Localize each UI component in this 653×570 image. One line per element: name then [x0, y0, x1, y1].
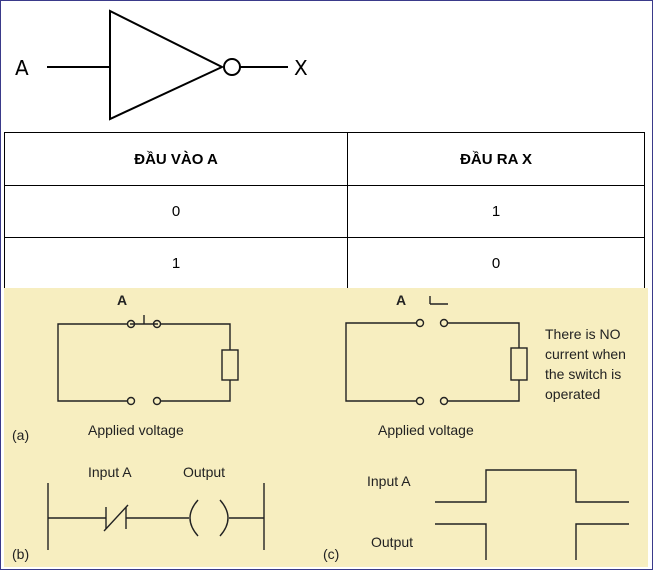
circuit-a	[57, 315, 239, 406]
truth-table-row: 0 1	[3, 185, 645, 238]
circuit-a2-wire-left	[345, 322, 416, 402]
ladder-output-label: Output	[183, 464, 226, 480]
no-current-note: There is NO current when the switch is o…	[545, 324, 649, 404]
gate-triangle	[109, 9, 225, 121]
circuit-a-wire-right-bottom	[161, 380, 231, 402]
switch-a-contact	[152, 319, 162, 329]
switch-a2-contact	[415, 318, 425, 328]
voltage-a-terminal	[152, 396, 162, 406]
gate-inversion-bubble	[223, 58, 241, 76]
truth-table-header-input: ĐẦU VÀO A	[3, 132, 349, 186]
circuit-drawings	[47, 296, 629, 560]
timing-diagram	[435, 469, 629, 560]
gate-output-label: X	[294, 56, 308, 80]
voltage-a-terminal	[126, 396, 136, 406]
coil-right-arc	[219, 499, 229, 537]
circuit-a-load	[221, 349, 239, 381]
contact-slash	[103, 504, 129, 532]
circuit-a2-load	[510, 347, 528, 381]
applied-voltage-a2-label: Applied voltage	[378, 422, 474, 438]
switch-a2-contact	[439, 318, 449, 328]
gate-input-label: A	[15, 56, 29, 80]
applied-voltage-a-label: Applied voltage	[88, 422, 184, 438]
truth-table-cell: 1	[347, 185, 645, 238]
voltage-a2-terminal	[415, 396, 425, 406]
tag-c: (c)	[323, 546, 340, 562]
truth-table-cell: 0	[3, 185, 349, 238]
note-line: the switch is	[545, 366, 622, 382]
timing-output-waveform-left	[435, 523, 487, 560]
truth-table-cell: 0	[347, 237, 645, 290]
circuit-a2-wire-right-top	[448, 322, 520, 348]
ladder-input-label: Input A	[88, 464, 132, 480]
switch-a-label: A	[117, 292, 128, 308]
note-line: There is NO	[545, 326, 621, 342]
circuit-a2-wire-right-bottom	[448, 380, 520, 402]
ladder-diagram	[47, 483, 265, 550]
timing-output-label: Output	[371, 534, 414, 550]
note-line: operated	[545, 386, 601, 402]
not-gate-symbol	[47, 9, 288, 121]
truth-table-row: 1 0	[3, 237, 645, 290]
timing-output-waveform-right	[575, 523, 629, 560]
circuit-a2	[345, 296, 528, 406]
switch-a2-label: A	[396, 292, 407, 308]
note-line: current when	[545, 346, 626, 362]
truth-table-cell: 1	[3, 237, 349, 290]
truth-table-header-row: ĐẦU VÀO A ĐẦU RA X	[3, 132, 645, 186]
circuit-a-wire-left	[57, 323, 127, 402]
timing-input-waveform	[435, 469, 629, 503]
circuit-panel: A Applied voltage (a) A Applied voltage …	[4, 288, 648, 567]
switch-a-contact	[126, 319, 136, 329]
voltage-a2-terminal	[439, 396, 449, 406]
truth-table: ĐẦU VÀO A ĐẦU RA X 0 1 1 0	[3, 132, 645, 290]
truth-table-header-output: ĐẦU RA X	[347, 132, 645, 186]
circuit-a-wire-right-top	[161, 323, 231, 350]
coil-left-arc	[189, 499, 199, 537]
tag-a: (a)	[12, 427, 30, 443]
timing-input-label: Input A	[367, 473, 411, 489]
tag-b: (b)	[12, 546, 30, 562]
